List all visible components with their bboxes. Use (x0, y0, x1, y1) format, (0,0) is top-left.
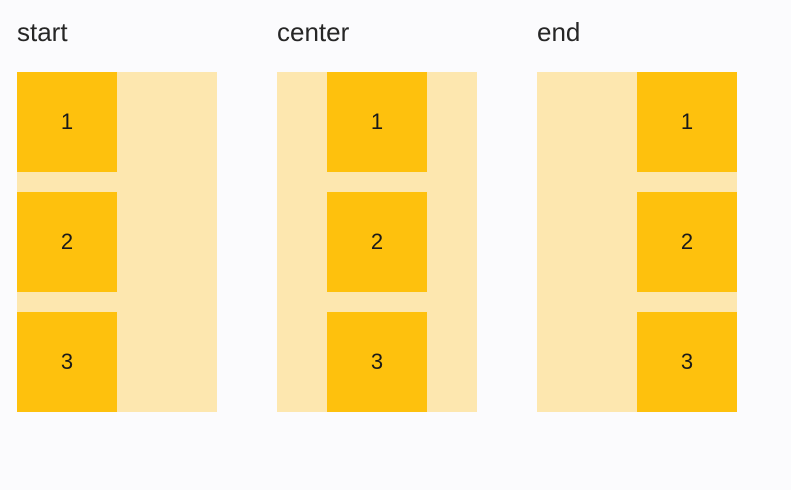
flex-item-label: 3 (680, 349, 694, 374)
flex-item-label: 2 (60, 229, 74, 254)
flex-item: 1 (17, 72, 117, 172)
flex-item: 2 (637, 192, 737, 292)
flex-item-label: 3 (60, 349, 74, 374)
flex-item: 1 (637, 72, 737, 172)
flex-item-label: 1 (60, 109, 74, 134)
flex-item-label: 1 (370, 109, 384, 134)
flex-item-label: 3 (370, 349, 384, 374)
flex-item-label: 2 (370, 229, 384, 254)
flex-item: 3 (637, 312, 737, 412)
flex-container-start: 1 2 3 (17, 72, 217, 412)
flex-item: 3 (17, 312, 117, 412)
flex-container-end: 1 2 3 (537, 72, 737, 412)
flex-item: 2 (17, 192, 117, 292)
column-label-start: start (17, 17, 68, 47)
column-label-center: center (277, 17, 350, 47)
flex-item: 2 (327, 192, 427, 292)
flex-item-label: 2 (680, 229, 694, 254)
flex-item: 1 (327, 72, 427, 172)
flex-item: 3 (327, 312, 427, 412)
flex-item-label: 1 (680, 109, 694, 134)
flex-container-center: 1 2 3 (277, 72, 477, 412)
column-label-end: end (537, 17, 581, 47)
